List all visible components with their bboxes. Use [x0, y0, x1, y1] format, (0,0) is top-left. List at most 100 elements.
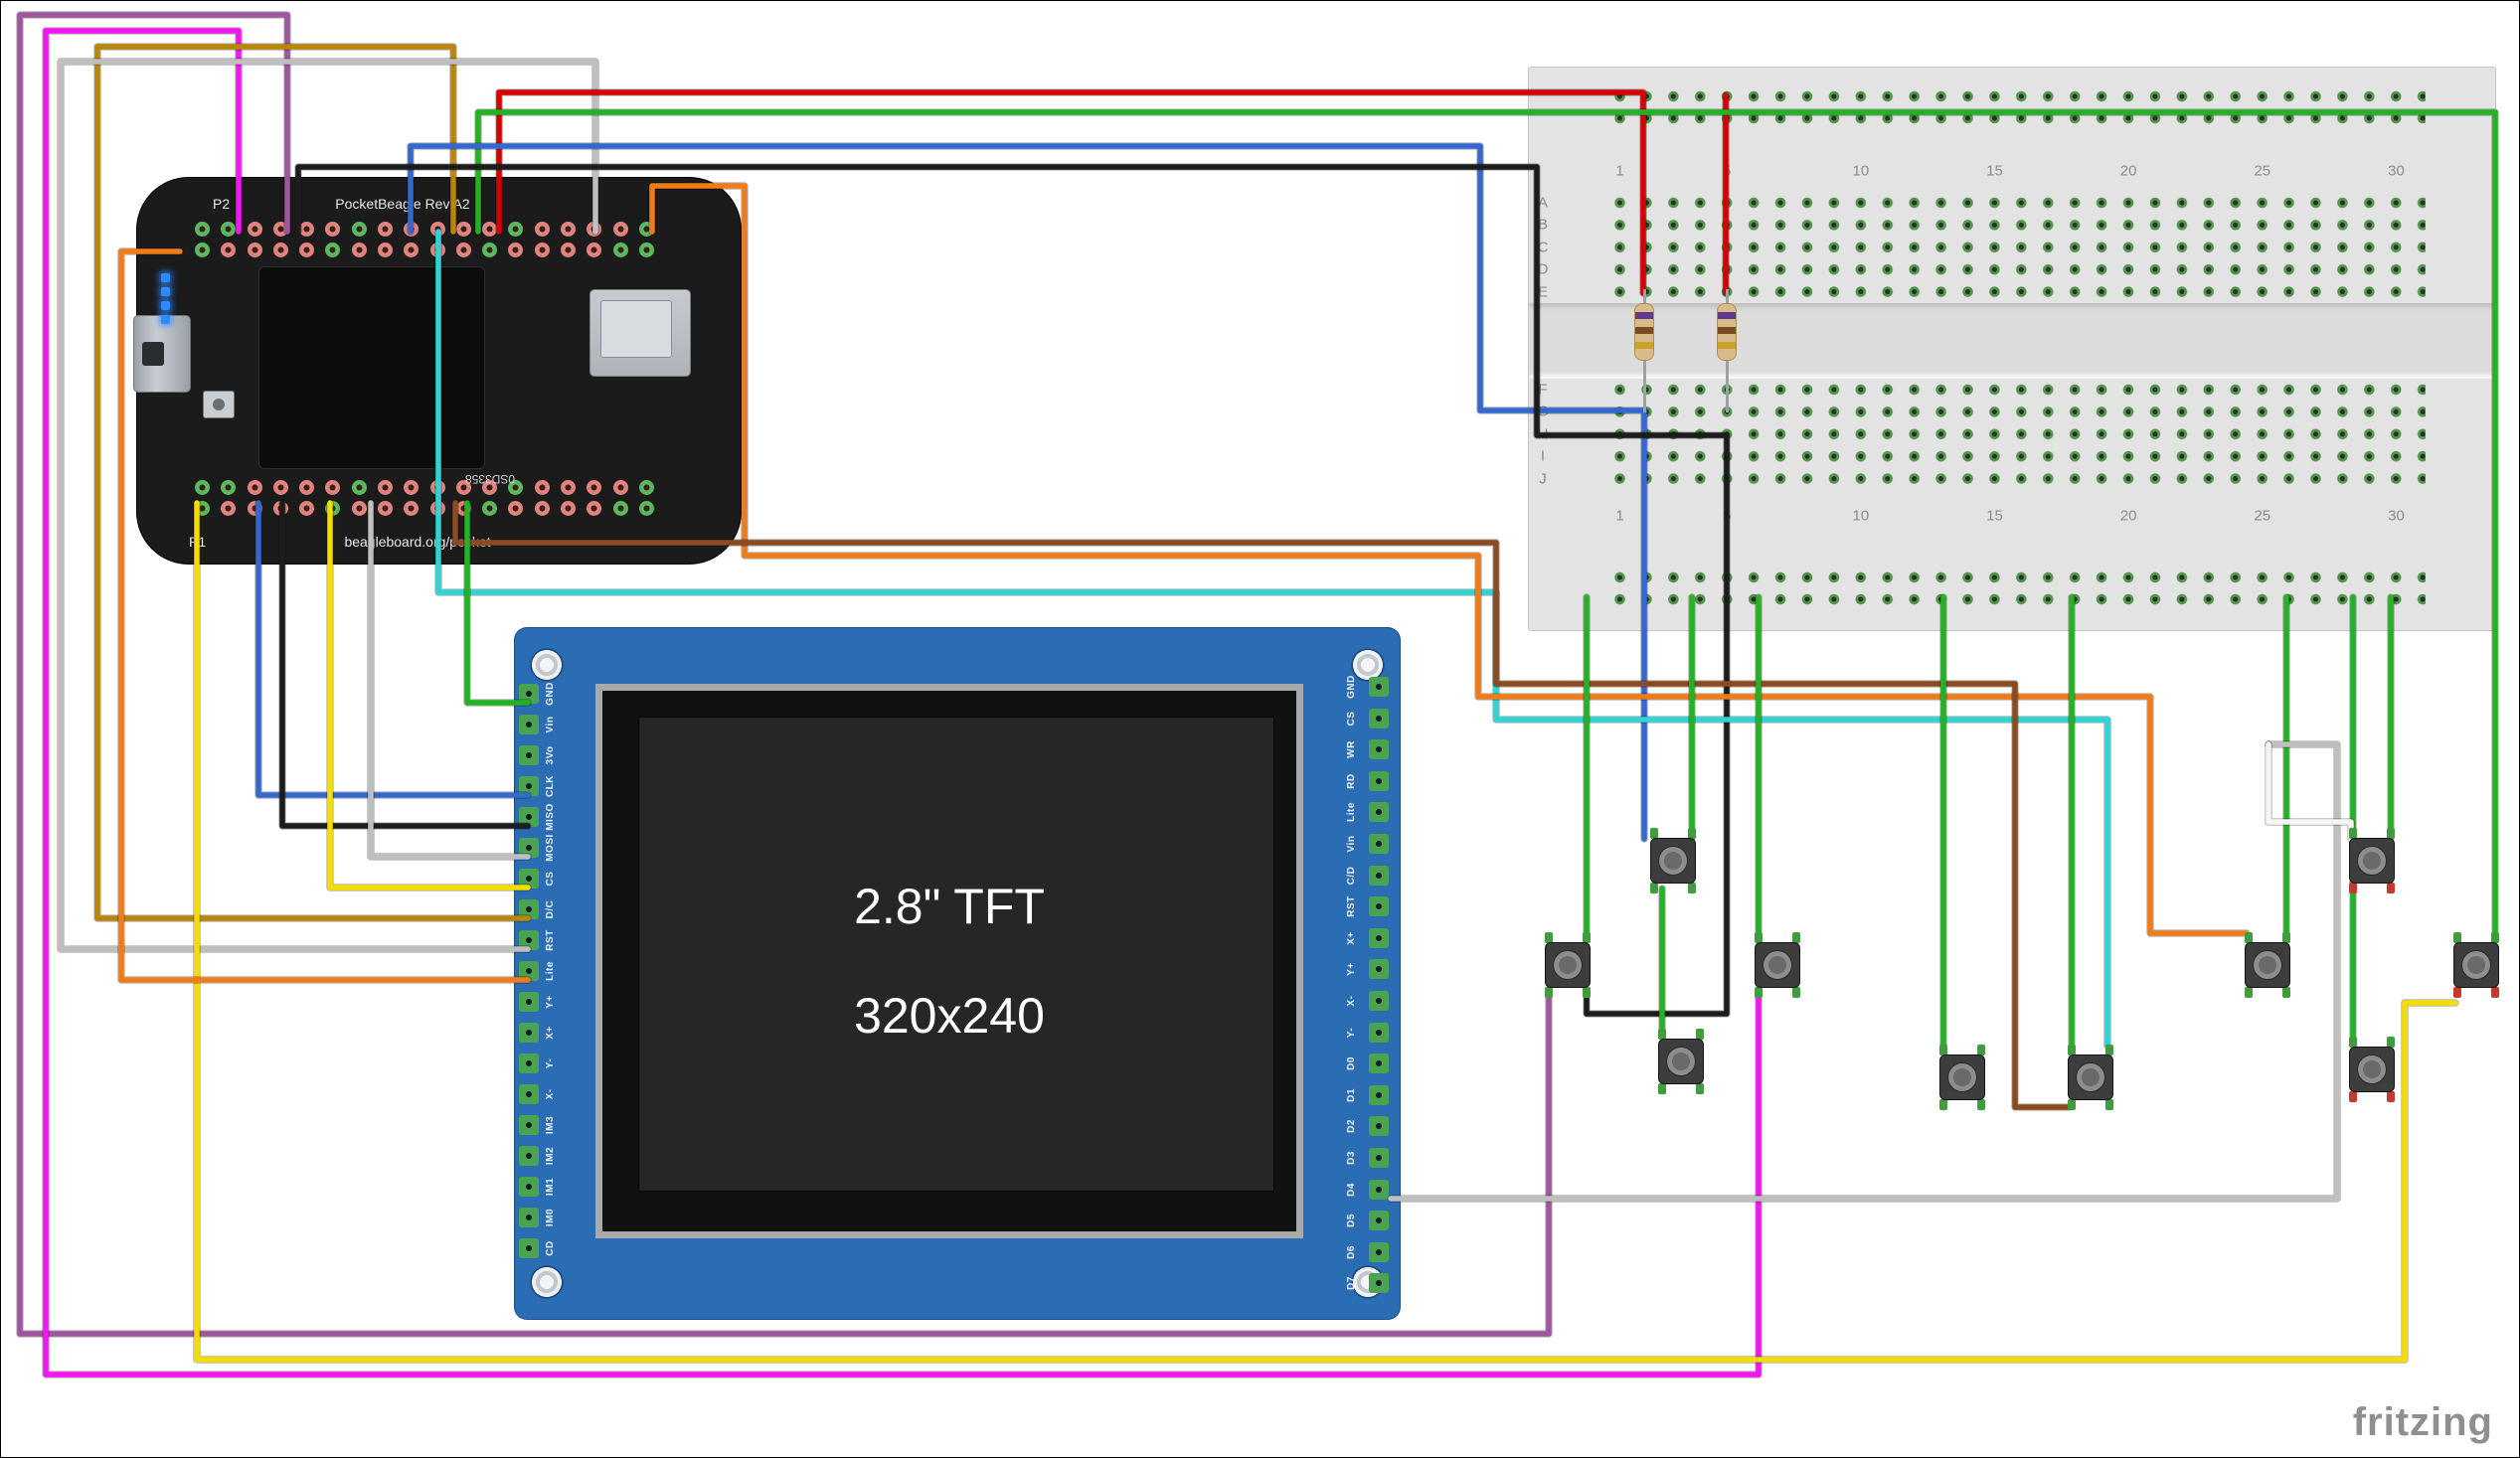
breadboard-center-channel [1529, 303, 2495, 379]
push-button-6[interactable] [2068, 1045, 2113, 1110]
button-leg [2245, 987, 2253, 998]
pb-pin [587, 222, 602, 237]
tft-pin-pad [1369, 1241, 1389, 1262]
button-leg [2387, 883, 2395, 893]
button-leg [2387, 828, 2395, 839]
tft-pin-pad [1369, 991, 1389, 1011]
push-button-4[interactable] [1755, 932, 1800, 998]
push-button-2[interactable] [1650, 828, 1696, 893]
pocketbeagle-board[interactable]: P2 PocketBeagle Rev A2 P1 beagleboard.or… [133, 178, 741, 564]
button-leg [1939, 1045, 1947, 1055]
tft-pin-label: Lite [545, 961, 556, 981]
push-button-7[interactable] [2245, 932, 2290, 998]
button-leg [2282, 932, 2290, 943]
pb-pin [378, 243, 394, 257]
tft-pin-pad [1369, 959, 1389, 980]
tft-pin-label: C/D [1346, 866, 1357, 885]
tft-pin-pad [1369, 927, 1389, 948]
tft-size-label: 2.8" TFT [854, 879, 1045, 934]
pb-pin [534, 243, 550, 257]
pb-pin [612, 222, 628, 237]
wire-white-29[interactable] [2266, 741, 2354, 842]
button-leg [2349, 1037, 2357, 1048]
tft-resolution-label: 320x240 [854, 988, 1045, 1044]
tft-pin-label: IM1 [545, 1177, 556, 1197]
breadboard-row-letter: E [1537, 283, 1549, 301]
push-button-8[interactable] [2349, 828, 2395, 893]
tft-pin-pad [519, 899, 539, 919]
button-leg [1658, 1083, 1666, 1094]
breadboard-row-letter: G [1537, 403, 1549, 420]
pb-pin [587, 480, 602, 495]
pb-pin [429, 480, 445, 495]
wire-silver-28[interactable] [1388, 741, 2340, 1202]
push-button-3[interactable] [1658, 1029, 1704, 1094]
tft-pin-pad [1369, 739, 1389, 760]
pb-pin [378, 501, 394, 516]
tft-pin-pad [519, 961, 539, 981]
button-leg [1658, 1029, 1666, 1040]
button-leg [1939, 1099, 1947, 1110]
pb-pin [325, 480, 341, 495]
tft-pin-pad [519, 1053, 539, 1073]
button-leg [2387, 1091, 2395, 1102]
tft-active-area [638, 717, 1274, 1192]
pb-pin [195, 501, 210, 516]
tft-pin-label: 3Vo [545, 745, 556, 765]
pb-pin [221, 222, 237, 237]
push-button-10[interactable] [2453, 932, 2499, 998]
pb-pin [534, 480, 550, 495]
tft-pin-label: X- [545, 1088, 556, 1100]
tft-pin-pad [1369, 1053, 1389, 1074]
pocketbeagle-chip-label: 0SD3358 [465, 472, 516, 486]
button-leg [2349, 883, 2357, 893]
tft-pin-label: Y- [545, 1057, 556, 1069]
pb-pin [638, 480, 654, 495]
pb-pin [561, 480, 577, 495]
button-body [1650, 838, 1696, 884]
tft-pin-label: X- [1346, 995, 1357, 1007]
pb-pin [612, 480, 628, 495]
pocketbeagle-soc-chip [258, 266, 485, 469]
tft-pin-pad [519, 1208, 539, 1227]
pb-pin [534, 222, 550, 237]
button-leg [1696, 1083, 1704, 1094]
mounting-hole [1350, 647, 1386, 683]
pb-pin [299, 501, 315, 516]
pb-pin [455, 501, 471, 516]
button-leg [1688, 883, 1696, 893]
button-body [2245, 942, 2290, 988]
breadboard-column-number: 20 [2119, 162, 2137, 180]
breadboard-row-letter: I [1540, 447, 1546, 465]
tft-pin-pad [519, 807, 539, 827]
push-button-9[interactable] [2349, 1037, 2395, 1102]
tft-pin-label: RD [1346, 773, 1357, 789]
tft-pin-label: Y- [1346, 1027, 1357, 1038]
tft-pin-pad [519, 838, 539, 858]
tft-pin-label: IM0 [545, 1208, 556, 1227]
pb-pin [221, 243, 237, 257]
breadboard-column-number: 25 [2254, 507, 2271, 525]
tft-pin-label: RST [1346, 895, 1357, 917]
breadboard-column-number: 25 [2254, 162, 2271, 180]
tft-pin-label: D2 [1346, 1119, 1357, 1134]
tft-pin-pad [1369, 865, 1389, 886]
button-leg [1696, 1029, 1704, 1040]
tft-pin-label: X+ [545, 1026, 556, 1040]
tft-pin-label: Y+ [545, 995, 556, 1009]
push-button-1[interactable] [1545, 932, 1591, 998]
push-button-5[interactable] [1939, 1045, 1985, 1110]
tft-pin-pad [519, 1146, 539, 1166]
tft-pin-pad [519, 776, 539, 796]
breadboard-column-number: 15 [1986, 507, 2003, 525]
tft-pin-pad [519, 745, 539, 765]
tft-pin-label: MISO [545, 803, 556, 831]
pb-pin [482, 501, 498, 516]
button-leg [1583, 987, 1591, 998]
tft-pin-label: X+ [1346, 931, 1357, 945]
breadboard-power-rail-bottom [1606, 567, 2426, 610]
tft-pin-pad [519, 992, 539, 1012]
breadboard-column-number: 10 [1852, 507, 1870, 525]
